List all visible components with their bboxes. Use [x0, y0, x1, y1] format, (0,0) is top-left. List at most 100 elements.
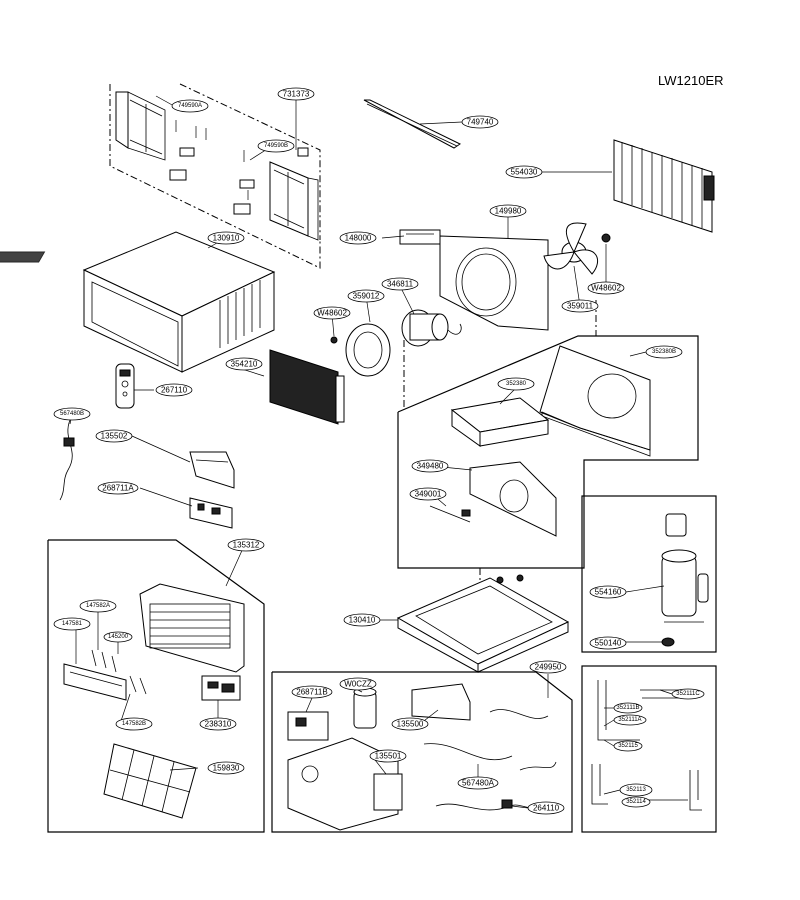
- callout-359011: 359011: [561, 299, 599, 313]
- svg-text:352115: 352115: [618, 743, 638, 749]
- svg-text:749590A: 749590A: [178, 103, 202, 109]
- svg-text:354210: 354210: [231, 360, 258, 369]
- callout-567480B: 567480B: [53, 407, 91, 421]
- callout-135500: 135500: [391, 717, 429, 731]
- callout-352115: 352115: [613, 740, 643, 752]
- svg-text:130410: 130410: [349, 616, 376, 625]
- front-grille-frame: [47, 539, 265, 833]
- callout-349480: 349480: [411, 459, 449, 473]
- callout-249950: 249950: [529, 660, 567, 674]
- svg-text:554030: 554030: [511, 168, 538, 177]
- callout-352113: 352113: [619, 783, 653, 797]
- indoor-assembly-frame: [397, 300, 699, 596]
- svg-text:135502: 135502: [101, 432, 128, 441]
- callout-268711A: 268711A: [97, 481, 139, 495]
- cabinet: [0, 231, 276, 373]
- fan-shroud: [399, 229, 549, 331]
- svg-text:359012: 359012: [353, 292, 380, 301]
- svg-text:567480B: 567480B: [60, 411, 84, 417]
- control-bracket: [189, 451, 235, 489]
- svg-text:W48602: W48602: [591, 284, 621, 293]
- callout-749590B: 749590B: [257, 139, 295, 153]
- svg-text:159830: 159830: [213, 764, 240, 773]
- svg-text:268711B: 268711B: [296, 688, 327, 697]
- svg-text:749740: 749740: [467, 118, 494, 127]
- callout-267110: 267110: [155, 383, 193, 397]
- svg-text:346811: 346811: [387, 280, 414, 289]
- outdoor-fan: [543, 222, 611, 275]
- svg-text:352380: 352380: [506, 381, 527, 387]
- svg-text:145200: 145200: [108, 634, 129, 640]
- svg-text:249950: 249950: [535, 663, 562, 672]
- callout-W48602-left: W48602: [313, 306, 351, 320]
- callout-554160: 554160: [589, 585, 627, 599]
- callout-749590A: 749590A: [171, 99, 209, 113]
- svg-text:749590B: 749590B: [264, 143, 288, 149]
- remote-control: [115, 363, 135, 409]
- svg-text:238310: 238310: [205, 720, 232, 729]
- svg-text:352114: 352114: [626, 799, 646, 805]
- svg-text:147582A: 147582A: [86, 603, 110, 609]
- svg-text:147581: 147581: [62, 621, 83, 627]
- svg-text:148000: 148000: [345, 234, 372, 243]
- callout-349001: 349001: [409, 487, 447, 501]
- svg-text:149980: 149980: [495, 207, 522, 216]
- callout-W0CZZ: W0CZZ: [339, 677, 377, 691]
- piping-frame: [581, 665, 717, 833]
- svg-text:352113: 352113: [626, 787, 646, 793]
- svg-text:352111B: 352111B: [616, 705, 639, 711]
- callout-147581: 147581: [53, 617, 91, 631]
- svg-text:550140: 550140: [595, 639, 622, 648]
- svg-text:352380B: 352380B: [652, 349, 676, 355]
- svg-text:135312: 135312: [233, 541, 260, 550]
- compressor-frame: [581, 495, 717, 653]
- blower-wheel: [330, 323, 391, 377]
- fan-motor: [401, 309, 462, 347]
- svg-text:264110: 264110: [533, 804, 560, 813]
- callout-135312: 135312: [227, 538, 265, 552]
- callout-352380: 352380: [497, 377, 535, 391]
- callout-354210: 354210: [225, 357, 263, 371]
- callout-238310: 238310: [199, 717, 237, 731]
- leader-lines: [69, 95, 688, 809]
- callout-135501: 135501: [369, 749, 407, 763]
- callout-148000: 148000: [339, 231, 377, 245]
- power-cord: [59, 419, 75, 501]
- callout-550140: 550140: [589, 636, 627, 650]
- svg-text:267110: 267110: [161, 386, 188, 395]
- svg-text:W48602: W48602: [317, 309, 347, 318]
- callout-352111A: 352111A: [613, 714, 647, 726]
- callout-352111C: 352111C: [671, 688, 705, 700]
- callout-352114: 352114: [621, 796, 651, 808]
- svg-text:352111C: 352111C: [676, 691, 700, 697]
- svg-text:567480A: 567480A: [462, 779, 495, 788]
- electrical-frame: [271, 671, 573, 833]
- svg-text:359011: 359011: [567, 302, 594, 311]
- callout-352380B: 352380B: [645, 345, 683, 359]
- svg-text:135501: 135501: [375, 752, 402, 761]
- callout-359012: 359012: [347, 289, 385, 303]
- callout-147582B: 147582B: [115, 717, 153, 731]
- callout-149980: 149980: [489, 204, 527, 218]
- svg-text:147582B: 147582B: [122, 721, 146, 727]
- svg-text:W0CZZ: W0CZZ: [344, 680, 372, 689]
- control-pcb: [189, 497, 233, 529]
- callout-554030: 554030: [505, 165, 543, 179]
- top-rail-part: [363, 99, 462, 149]
- side-curtain-group: [109, 83, 321, 269]
- svg-text:268711A: 268711A: [102, 484, 134, 493]
- callout-159830: 159830: [207, 761, 245, 775]
- callout-352111B: 352111B: [613, 702, 643, 714]
- callout-731373: 731373: [277, 87, 315, 101]
- svg-text:349480: 349480: [417, 462, 444, 471]
- svg-text:554160: 554160: [595, 588, 622, 597]
- evaporator-coil: [269, 349, 345, 425]
- condenser-coil: [613, 139, 715, 233]
- model-number: LW1210ER: [658, 73, 724, 88]
- svg-text:731373: 731373: [283, 90, 310, 99]
- callout-264110: 264110: [527, 801, 565, 815]
- callout-268711B: 268711B: [291, 685, 333, 699]
- svg-text:130910: 130910: [213, 234, 240, 243]
- callout-147582A: 147582A: [79, 599, 117, 613]
